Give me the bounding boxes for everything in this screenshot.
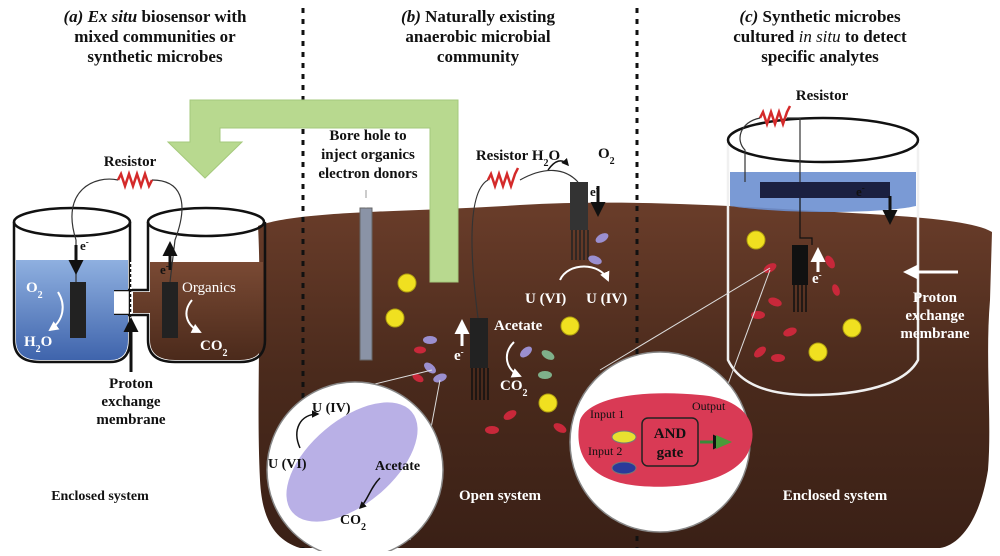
svg-text:e-: e-: [856, 183, 865, 199]
green-transfer-arrow: [166, 99, 459, 283]
resistor-b: [486, 167, 520, 190]
svg-text:CO2: CO2: [500, 378, 528, 399]
circuit-wire-a2: [151, 179, 183, 283]
anode-brush-b: [471, 368, 489, 400]
inset-b-cell: [286, 402, 418, 522]
svg-text:exchange: exchange: [101, 394, 161, 410]
svg-text:H2O: H2O: [24, 334, 52, 355]
svg-text:inject organics: inject organics: [321, 147, 415, 163]
svg-text:Resistor: Resistor: [796, 88, 849, 104]
svg-text:anaerobic microbial: anaerobic microbial: [405, 27, 551, 46]
svg-text:electron donors: electron donors: [318, 166, 417, 182]
system-label-a: Enclosed system: [51, 489, 149, 504]
anode-electrode-c: [792, 245, 808, 285]
svg-text:membrane: membrane: [900, 326, 969, 342]
svg-text:(c) Synthetic mi: (c) Synthetic microbes: [739, 7, 901, 26]
svg-text:CO2: CO2: [200, 338, 228, 359]
anode-organics: [133, 262, 263, 360]
svg-text:community: community: [437, 47, 520, 66]
circuit-wire-a: [71, 178, 119, 282]
svg-text:(b) Naturally ex: (b) Naturally existing: [401, 7, 555, 26]
svg-text:(a) Ex situ: (a) Ex situ biosensor with: [64, 7, 247, 26]
circuit-wire-b2: [519, 169, 579, 183]
cathode-electrode: [70, 282, 86, 338]
panel-b-title: (b) Naturally existing anaerobic microbi…: [401, 7, 555, 66]
uranium-markers-c: [746, 230, 862, 362]
bore-hole: [359, 207, 373, 361]
resistor-a: [116, 170, 154, 190]
svg-text:Input 2: Input 2: [588, 444, 622, 458]
svg-text:synthetic microbes: synthetic microbes: [87, 47, 223, 66]
svg-text:Resistor H2O: Resistor H2O: [476, 148, 560, 169]
svg-text:mixed communities or: mixed communities or: [74, 27, 236, 46]
system-label-b: Open system: [459, 488, 542, 504]
cathode-electrode-b: [570, 182, 588, 230]
svg-text:Acetate: Acetate: [375, 459, 420, 474]
anode-electrode: [162, 282, 178, 338]
svg-text:Proton: Proton: [913, 290, 958, 306]
panel-a-title: (a) Ex situ biosensor with mixed communi…: [64, 7, 247, 66]
svg-text:Input 1: Input 1: [590, 407, 624, 421]
and-gate: [641, 417, 699, 467]
svg-text:membrane: membrane: [96, 412, 165, 428]
bacteria-b: [412, 233, 609, 434]
svg-text:e-: e-: [454, 347, 464, 364]
circuit-wire-b: [471, 179, 489, 319]
svg-text:Resistor: Resistor: [104, 154, 157, 170]
uranium-markers-b: [385, 273, 580, 413]
svg-text:Bore hole to: Bore hole to: [329, 128, 406, 144]
system-label-c: Enclosed system: [783, 488, 888, 504]
svg-text:e-: e-: [812, 270, 822, 287]
svg-text:e-: e-: [590, 183, 599, 199]
resistor-c: [758, 105, 792, 128]
svg-text:exchange: exchange: [905, 308, 965, 324]
svg-text:Proton: Proton: [109, 376, 154, 392]
bacteria-c: [751, 255, 840, 362]
svg-text:O2: O2: [26, 280, 43, 301]
svg-text:O2: O2: [598, 146, 615, 167]
input2-molecule: [611, 461, 637, 475]
enclosure-c: [726, 140, 920, 397]
anode-rim: [146, 206, 266, 238]
svg-text:U (IV): U (IV): [586, 291, 627, 307]
svg-text:e-: e-: [160, 261, 169, 277]
svg-text:Output: Output: [692, 399, 726, 413]
panel-a-cell: Resistor e- e- O2 H2O Organics CO2 Proto…: [12, 154, 267, 504]
svg-text:specific analytes: specific analytes: [761, 47, 879, 66]
anode-electrode-b: [470, 318, 488, 368]
svg-text:Acetate: Acetate: [494, 318, 543, 334]
svg-text:U (VI): U (VI): [268, 457, 307, 472]
panel-c-title: (c) Synthetic microbes cultured in situ …: [733, 7, 907, 66]
panel-b-field: Bore hole to inject organics electron do…: [266, 128, 627, 556]
svg-text:e-: e-: [80, 237, 89, 253]
enclosure-rim-c: [726, 116, 920, 164]
svg-text:cultured in situ: cultured in situ to detect: [733, 27, 907, 46]
reaction-arrow-a-left: [48, 291, 64, 332]
panel-c-cell: Resistor e- e- Proton excha: [569, 88, 970, 533]
svg-text:CO2: CO2: [340, 513, 366, 533]
cathode-electrode-c: [760, 182, 890, 198]
svg-text:Organics: Organics: [182, 280, 236, 296]
cathode-brush-b: [571, 230, 589, 260]
svg-text:U (IV): U (IV): [312, 401, 351, 416]
reaction-arrow-a-right: [185, 299, 202, 333]
svg-text:gate: gate: [657, 445, 684, 461]
svg-text:U (VI): U (VI): [525, 291, 566, 307]
svg-text:AND: AND: [654, 426, 687, 442]
anode-chamber: [128, 222, 267, 364]
input1-molecule: [611, 430, 637, 444]
